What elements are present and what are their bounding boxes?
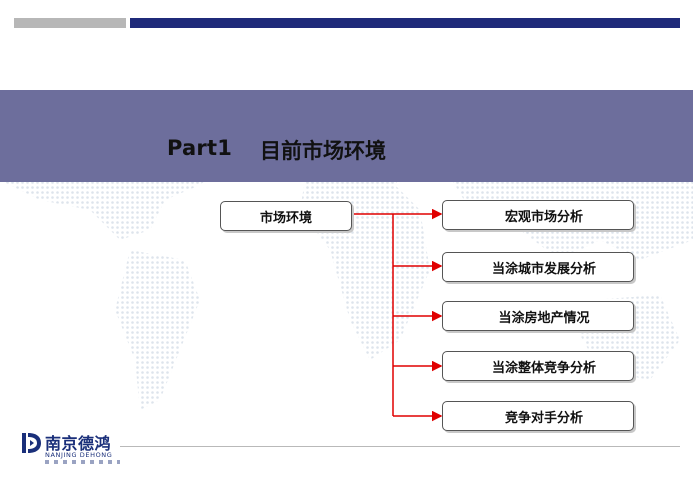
child-node-competitors: 竞争对手分析 — [442, 401, 634, 431]
child-node-label: 宏观市场分析 — [504, 209, 583, 225]
logo-mark-icon — [22, 433, 41, 453]
child-node-overall-competition: 当涂整体竞争分析 — [442, 351, 634, 381]
logo-tagline-mark — [45, 460, 120, 464]
child-node-real-estate: 当涂房地产情况 — [442, 301, 634, 331]
logo-chinese-name: 南京德鸿 — [45, 434, 112, 453]
top-navy-bar — [130, 18, 680, 28]
title-band — [0, 90, 693, 182]
child-node-label: 竞争对手分析 — [504, 410, 583, 426]
company-logo: 南京德鸿 NANJING DEHONG — [22, 430, 122, 470]
root-node: 市场环境 — [220, 201, 352, 231]
child-node-label: 当涂整体竞争分析 — [491, 360, 596, 376]
part-label: Part1 — [167, 136, 233, 160]
child-node-macro-market: 宏观市场分析 — [442, 200, 634, 230]
logo-english-name: NANJING DEHONG — [45, 451, 113, 459]
top-gray-bar — [14, 18, 126, 28]
footer-divider — [120, 446, 680, 447]
child-node-label: 当涂城市发展分析 — [491, 261, 596, 277]
child-node-label: 当涂房地产情况 — [498, 310, 590, 326]
section-title: 目前市场环境 — [260, 139, 386, 163]
child-node-city-development: 当涂城市发展分析 — [442, 252, 634, 282]
